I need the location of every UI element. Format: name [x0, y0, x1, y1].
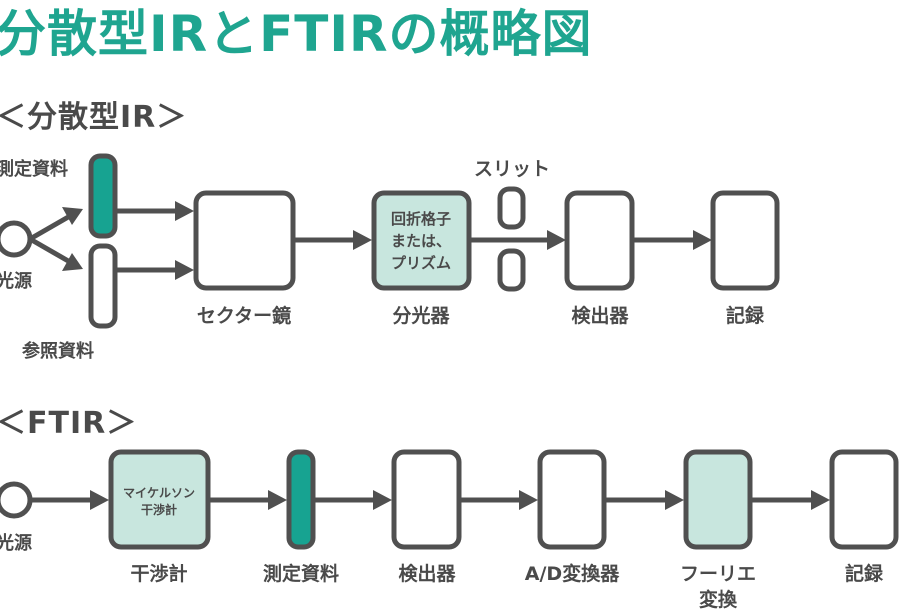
arrowhead — [268, 490, 287, 510]
ftir-flow — [0, 449, 899, 550]
arrowhead — [547, 230, 566, 250]
arrowhead — [62, 253, 83, 271]
ad-converter-box — [537, 449, 607, 550]
arrowhead — [175, 201, 194, 221]
monochromator-label: 分光器 — [392, 304, 450, 327]
ftir-heading: ＜FTIR＞ — [0, 406, 138, 441]
dispersive-ir-flow — [0, 153, 780, 329]
monochromator-inner-line-3: プリズム — [391, 254, 451, 272]
ftir-light-source-label: 光源 — [0, 532, 32, 554]
monochromator-inner-line-2: または、 — [391, 232, 451, 250]
slit-lower — [497, 248, 526, 292]
arrowhead — [811, 490, 830, 510]
reference-label: 参照資料 — [22, 340, 94, 362]
sample-label: 測定資料 — [0, 158, 68, 180]
arrow-to-sample — [28, 213, 72, 242]
recorder-label: 記録 — [726, 304, 765, 327]
sample-cell — [88, 153, 118, 239]
arrowhead — [90, 490, 109, 510]
arrowhead — [353, 230, 372, 250]
fourier-transform-box — [683, 449, 753, 550]
sector-mirror-label: セクター鏡 — [197, 304, 291, 327]
ftir-recorder-box — [829, 449, 899, 550]
slit-label: スリット — [474, 158, 550, 180]
reference-cell — [88, 243, 118, 329]
arrowhead — [175, 260, 194, 280]
diagram-title: 分散型IRとFTIRの概略図 — [0, 5, 593, 63]
interferometer-inner-line-2: 干渉計 — [141, 502, 177, 517]
ftir-recorder-label: 記録 — [845, 562, 884, 585]
ftir-sample-label: 測定資料 — [263, 562, 339, 585]
ftir-detector-label: 検出器 — [398, 562, 456, 585]
fourier-label-line-1: フーリエ — [680, 563, 756, 585]
ftir-detector-box — [391, 449, 462, 550]
arrow-to-reference — [28, 236, 72, 265]
slit-upper — [497, 186, 526, 230]
light-source-icon — [0, 220, 33, 258]
ftir-light-source-icon — [0, 481, 33, 519]
dispersive-ir-heading: ＜分散型IR＞ — [0, 100, 188, 135]
arrowhead — [62, 207, 83, 225]
fourier-label-line-2: 変換 — [699, 588, 738, 611]
arrowhead — [693, 230, 712, 250]
sector-mirror-box — [193, 190, 296, 291]
arrowhead — [665, 490, 684, 510]
interferometer-inner-line-1: マイケルソン — [123, 486, 195, 500]
ftir-sample-cell — [286, 449, 316, 550]
interferometer-label: 干渉計 — [130, 562, 187, 585]
arrowhead — [519, 490, 538, 510]
arrowhead — [373, 490, 392, 510]
detector-box — [564, 190, 635, 291]
ad-converter-label: A/D変換器 — [525, 562, 620, 585]
recorder-box — [710, 190, 780, 291]
monochromator-inner-line-1: 回折格子 — [391, 210, 451, 228]
light-source-label: 光源 — [0, 270, 32, 292]
detector-label: 検出器 — [571, 304, 629, 327]
